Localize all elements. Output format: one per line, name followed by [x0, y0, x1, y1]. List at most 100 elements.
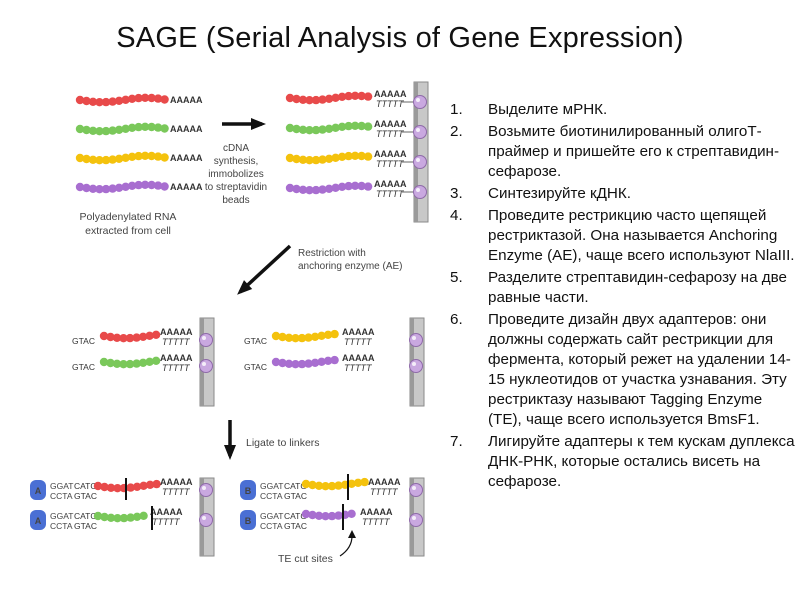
bead-dot: [93, 481, 103, 491]
bead-dot: [305, 96, 314, 105]
bead-dot: [75, 182, 85, 192]
polya-label: AAAAA: [170, 124, 203, 134]
bead-dot: [271, 331, 281, 341]
bead-dot: [284, 359, 294, 368]
adapter-letter: A: [35, 516, 42, 526]
bead-dot: [108, 155, 117, 164]
te-pointer-head: [348, 530, 356, 538]
cdna-strand: [285, 151, 373, 165]
bead-dot: [334, 481, 343, 490]
bead-dot: [363, 92, 373, 101]
bead-dot: [114, 125, 124, 134]
restricted-strand: [271, 355, 339, 369]
oligo-t-label: TTTTT: [376, 189, 405, 199]
gtac-lower-label: GTAC: [74, 491, 97, 501]
bead-dot: [357, 151, 366, 161]
step-number: 2.: [450, 123, 463, 140]
step-text: Разделите стрептавидин-сефарозу на две р…: [488, 269, 787, 306]
bead-dot: [331, 183, 340, 192]
bead-dot: [75, 95, 85, 105]
step-item: 6.Проведите дизайн двух адаптеров: они д…: [446, 310, 796, 430]
bead-dot: [93, 511, 103, 521]
arrow-cdna-head: [251, 118, 266, 130]
streptavidin-bead: [413, 95, 427, 109]
bead-dot: [285, 153, 295, 163]
bead-dot: [305, 156, 314, 165]
bead-dot: [108, 97, 117, 106]
oligo-t-label: TTTTT: [362, 517, 391, 527]
bead-dot: [106, 513, 116, 522]
bead-dot: [121, 124, 130, 133]
bead-dot: [145, 331, 154, 340]
bead-dot: [284, 333, 294, 342]
arrow2-label: Restriction with: [298, 248, 366, 259]
bead-dot: [134, 180, 143, 190]
bead-dot: [337, 182, 347, 191]
bead-dot: [330, 355, 339, 365]
step-item: 1.Выделите мРНК.: [446, 100, 796, 120]
gtac-label: GTAC: [244, 336, 267, 346]
bead-dot: [134, 93, 143, 103]
bead-dot: [344, 121, 353, 131]
oligo-t-label: TTTTT: [376, 99, 405, 109]
bead-dot: [318, 155, 327, 164]
gtac-lower-label: GTAC: [74, 521, 97, 531]
bead-dot: [327, 481, 337, 491]
ggat-label: GGAT: [50, 511, 73, 521]
bead-dot: [88, 97, 98, 107]
bead-dot: [153, 94, 163, 103]
bead-dot: [301, 479, 311, 489]
bead-highlight: [202, 486, 206, 490]
polya-label: AAAAA: [374, 89, 407, 99]
bead-dot: [318, 185, 327, 194]
bead-highlight: [412, 486, 416, 490]
bead-dot: [151, 356, 161, 365]
arrow1-label: synthesis,: [214, 156, 258, 167]
ligated-strand: [93, 511, 148, 523]
bead-dot: [314, 511, 324, 520]
adapter-letter: B: [245, 516, 252, 526]
step-number: 5.: [450, 269, 463, 286]
bead-dot: [114, 154, 124, 163]
bead-dot: [114, 96, 124, 106]
bead-dot: [331, 93, 340, 103]
bead-dot: [121, 153, 130, 162]
bead-dot: [121, 95, 130, 105]
mrna-strand: [75, 93, 169, 107]
bead-dot: [132, 333, 141, 342]
bead-dot: [153, 123, 163, 132]
bead-dot: [145, 357, 154, 366]
bead-dot: [113, 484, 122, 493]
bead-dot: [152, 479, 161, 489]
bead-dot: [271, 357, 281, 367]
bead-dot: [347, 509, 356, 518]
bead-dot: [323, 356, 333, 365]
bead-dot: [304, 333, 313, 342]
adapter-block: [240, 510, 256, 530]
ccta-label: CCTA: [260, 491, 283, 501]
bead-dot: [119, 360, 128, 369]
streptavidin-bead: [413, 155, 427, 169]
bead-dot: [298, 95, 308, 105]
bead-dot: [350, 181, 360, 190]
oligo-t-label: TTTTT: [376, 159, 405, 169]
bead-dot: [308, 510, 317, 520]
bead-dot: [350, 151, 360, 160]
polya-label: AAAAA: [374, 179, 407, 189]
bead-dot: [321, 482, 330, 491]
bead-dot: [140, 93, 150, 103]
bead-dot: [291, 334, 300, 343]
gtac-label: GTAC: [244, 362, 267, 372]
bead-highlight: [412, 362, 416, 366]
polya-label: AAAAA: [374, 149, 407, 159]
bead-dot: [106, 483, 116, 492]
bead-dot: [285, 93, 295, 103]
bead-dot: [327, 511, 337, 521]
bead-dot: [344, 151, 353, 161]
bead-dot: [151, 330, 161, 339]
bead-dot: [297, 333, 307, 343]
bead-dot: [350, 121, 360, 130]
bead-dot: [119, 334, 128, 343]
step-number: 7.: [450, 433, 463, 450]
bead-dot: [100, 512, 109, 522]
